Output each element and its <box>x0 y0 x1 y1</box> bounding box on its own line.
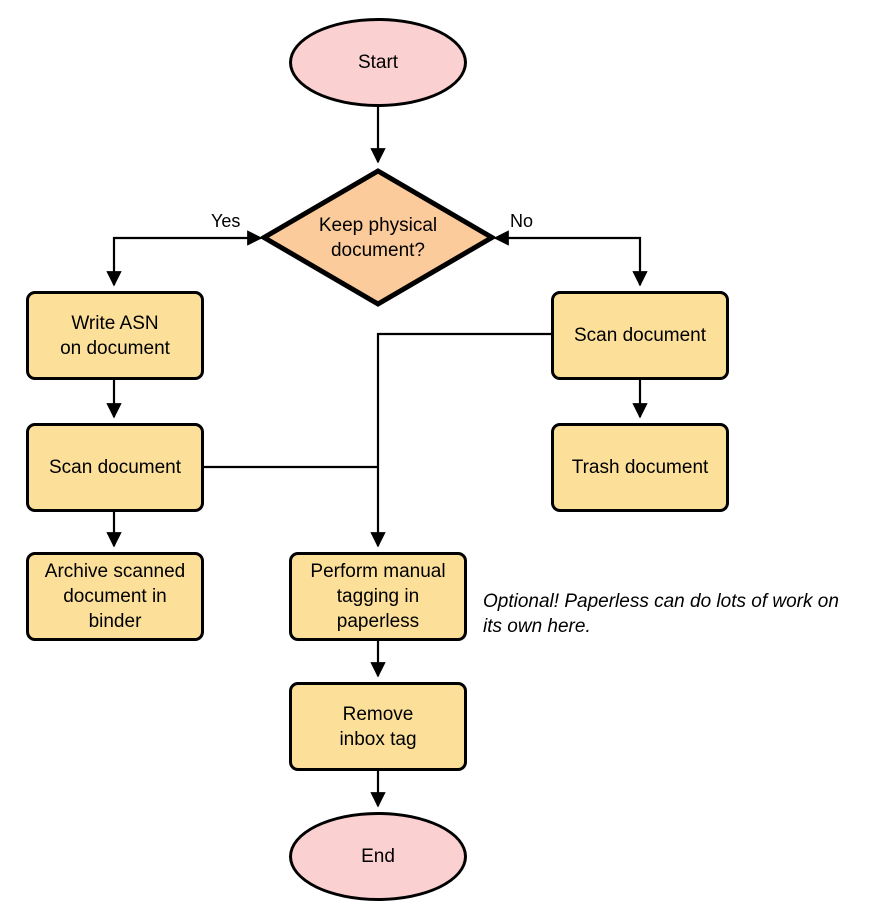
tagging-label-line-1: Perform manual <box>310 561 446 582</box>
archive-label-line-2: document in <box>63 586 167 607</box>
write-asn-label-line-1: Write ASN <box>71 312 159 334</box>
decision-label-line-2: document? <box>330 239 425 261</box>
scan-document-left-label: Scan document <box>48 457 182 478</box>
node-scan-document-left[interactable]: Scan document <box>26 423 204 512</box>
diamond-shape <box>261 168 495 307</box>
optional-note: Optional! Paperless can do lots of work … <box>483 589 883 639</box>
optional-note-line-1: Optional! Paperless can do lots of work … <box>483 591 839 612</box>
node-perform-manual-tagging-in-paperless[interactable]: Perform manual tagging in paperless <box>289 552 467 641</box>
optional-note-line-2: its own here. <box>483 616 591 637</box>
node-end-label: End <box>361 846 395 867</box>
edge-label-yes: Yes <box>211 211 241 231</box>
edge-decision-yes-to-write-asn <box>106 230 263 287</box>
tagging-label-line-3: paperless <box>336 611 420 632</box>
archive-label-line-1: Archive scanned <box>44 561 186 582</box>
edge-label-no: No <box>510 211 534 231</box>
node-keep-physical-document-label: Keep physical document? <box>261 168 495 307</box>
node-archive-scanned-document-in-binder[interactable]: Archive scanned document in binder <box>26 552 204 641</box>
scan-document-right-label: Scan document <box>573 325 707 346</box>
archive-label-line-3: binder <box>88 611 142 632</box>
tagging-label-line-2: tagging in <box>336 586 420 607</box>
remove-inbox-tag-label-line-2: inbox tag <box>339 728 417 750</box>
node-start[interactable]: Start <box>289 18 467 107</box>
node-keep-physical-document[interactable]: Keep physical document? <box>261 168 495 307</box>
edge-scan-document-right-to-perform-manual-tagging <box>370 332 551 548</box>
remove-inbox-tag-label-line-1: Remove <box>342 703 414 725</box>
decision-label-line-1: Keep physical <box>318 214 438 236</box>
node-scan-document-right[interactable]: Scan document <box>551 291 729 380</box>
write-asn-label-line-2: on document <box>60 337 170 359</box>
edge-decision-no-to-scan-document-right <box>493 230 648 287</box>
node-start-label: Start <box>357 52 399 73</box>
node-write-asn-on-document[interactable]: Write ASN on document <box>26 291 204 380</box>
node-end[interactable]: End <box>289 812 467 901</box>
node-remove-inbox-tag[interactable]: Remove inbox tag <box>289 682 467 771</box>
node-trash-document[interactable]: Trash document <box>551 423 729 512</box>
trash-document-label: Trash document <box>571 457 709 478</box>
